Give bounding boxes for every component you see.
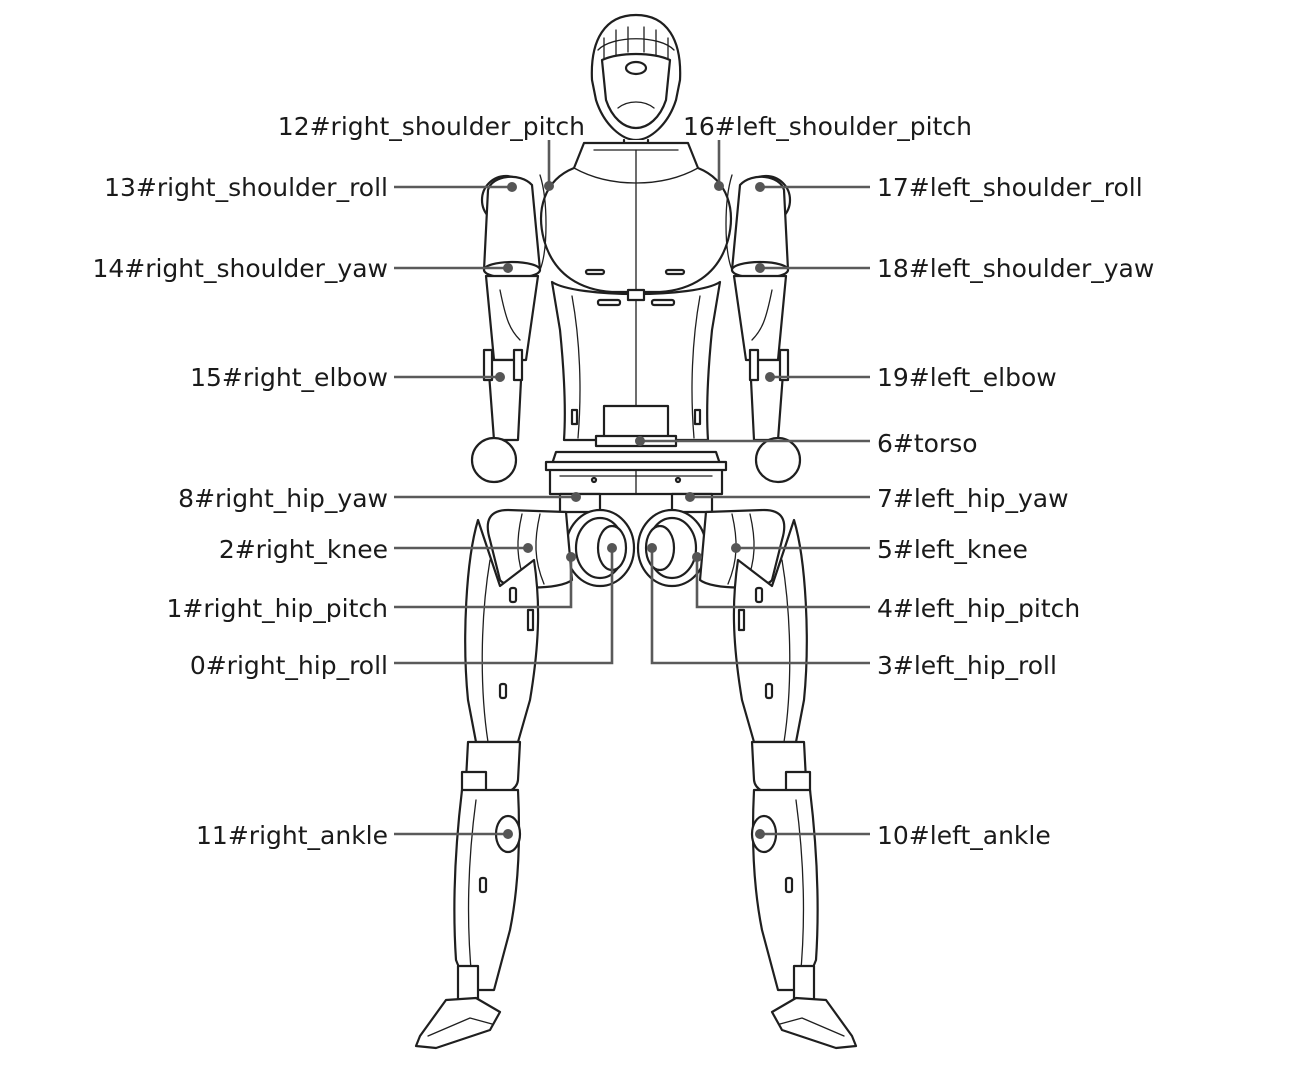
joint-marker [755, 829, 765, 839]
joint-callout-j19: 19#left_elbow [765, 363, 1057, 392]
joint-label: 6#torso [877, 429, 978, 458]
leader-line [650, 548, 870, 665]
joint-callout-j3: 3#left_hip_roll [647, 543, 1057, 680]
joint-label: 2#right_knee [219, 535, 388, 564]
robot-left-leg [636, 492, 858, 1050]
joint-label: 13#right_shoulder_roll [104, 173, 388, 202]
leader-line [394, 557, 573, 609]
leader-line [695, 557, 870, 609]
joint-marker [692, 552, 702, 562]
joint-callout-j11: 11#right_ankle [196, 821, 513, 850]
joint-callout-j16: 16#left_shoulder_pitch [683, 112, 972, 191]
joint-marker [635, 436, 645, 446]
joint-marker [503, 829, 513, 839]
joint-label: 11#right_ankle [196, 821, 388, 850]
joint-callout-j5: 5#left_knee [731, 535, 1028, 564]
joint-label: 18#left_shoulder_yaw [877, 254, 1154, 283]
robot-right-leg [414, 492, 636, 1050]
joint-marker [503, 263, 513, 273]
joint-callout-j1: 1#right_hip_pitch [167, 552, 576, 623]
joint-callout-j15: 15#right_elbow [190, 363, 505, 392]
robot-torso [540, 141, 732, 496]
joint-callout-j4: 4#left_hip_pitch [692, 552, 1080, 623]
joint-callout-j12: 12#right_shoulder_pitch [278, 112, 585, 191]
joint-label: 4#left_hip_pitch [877, 594, 1080, 623]
joint-callout-j10: 10#left_ankle [755, 821, 1051, 850]
joint-marker [765, 372, 775, 382]
leader-line [394, 548, 614, 665]
joint-callout-j2: 2#right_knee [219, 535, 533, 564]
joint-callout-j14: 14#right_shoulder_yaw [92, 254, 513, 283]
robot-head [590, 13, 682, 152]
joint-callout-j7: 7#left_hip_yaw [685, 484, 1069, 513]
joint-callout-j0: 0#right_hip_roll [190, 543, 617, 680]
joint-label: 10#left_ankle [877, 821, 1051, 850]
joint-callout-j8: 8#right_hip_yaw [178, 484, 581, 513]
joint-label: 17#left_shoulder_roll [877, 173, 1143, 202]
joint-label: 19#left_elbow [877, 363, 1057, 392]
joint-marker [647, 543, 657, 553]
joint-marker [607, 543, 617, 553]
joint-label: 7#left_hip_yaw [877, 484, 1069, 513]
joint-marker [755, 263, 765, 273]
joint-marker [523, 543, 533, 553]
joint-label: 0#right_hip_roll [190, 651, 388, 680]
robot-left-arm [725, 174, 802, 484]
joint-label: 3#left_hip_roll [877, 651, 1057, 680]
joint-marker [685, 492, 695, 502]
joint-marker [731, 543, 741, 553]
joint-label: 16#left_shoulder_pitch [683, 112, 972, 141]
joint-marker [714, 181, 724, 191]
joint-label: 1#right_hip_pitch [167, 594, 388, 623]
joint-marker [507, 182, 517, 192]
joint-marker [566, 552, 576, 562]
joint-marker [755, 182, 765, 192]
robot-right-arm [470, 174, 547, 484]
joint-marker [571, 492, 581, 502]
joint-callout-j13: 13#right_shoulder_roll [104, 173, 517, 202]
joint-callout-j18: 18#left_shoulder_yaw [755, 254, 1154, 283]
joint-label: 5#left_knee [877, 535, 1028, 564]
joint-callout-j17: 17#left_shoulder_roll [755, 173, 1143, 202]
joint-label: 8#right_hip_yaw [178, 484, 388, 513]
joint-label: 15#right_elbow [190, 363, 388, 392]
joint-marker [495, 372, 505, 382]
joint-label: 14#right_shoulder_yaw [92, 254, 388, 283]
joint-marker [544, 181, 554, 191]
joint-callout-j6: 6#torso [635, 429, 978, 458]
joint-label: 12#right_shoulder_pitch [278, 112, 585, 141]
joint-annotations: 12#right_shoulder_pitch 16#left_shoulder… [92, 112, 1154, 850]
robot-figure [414, 13, 858, 1050]
